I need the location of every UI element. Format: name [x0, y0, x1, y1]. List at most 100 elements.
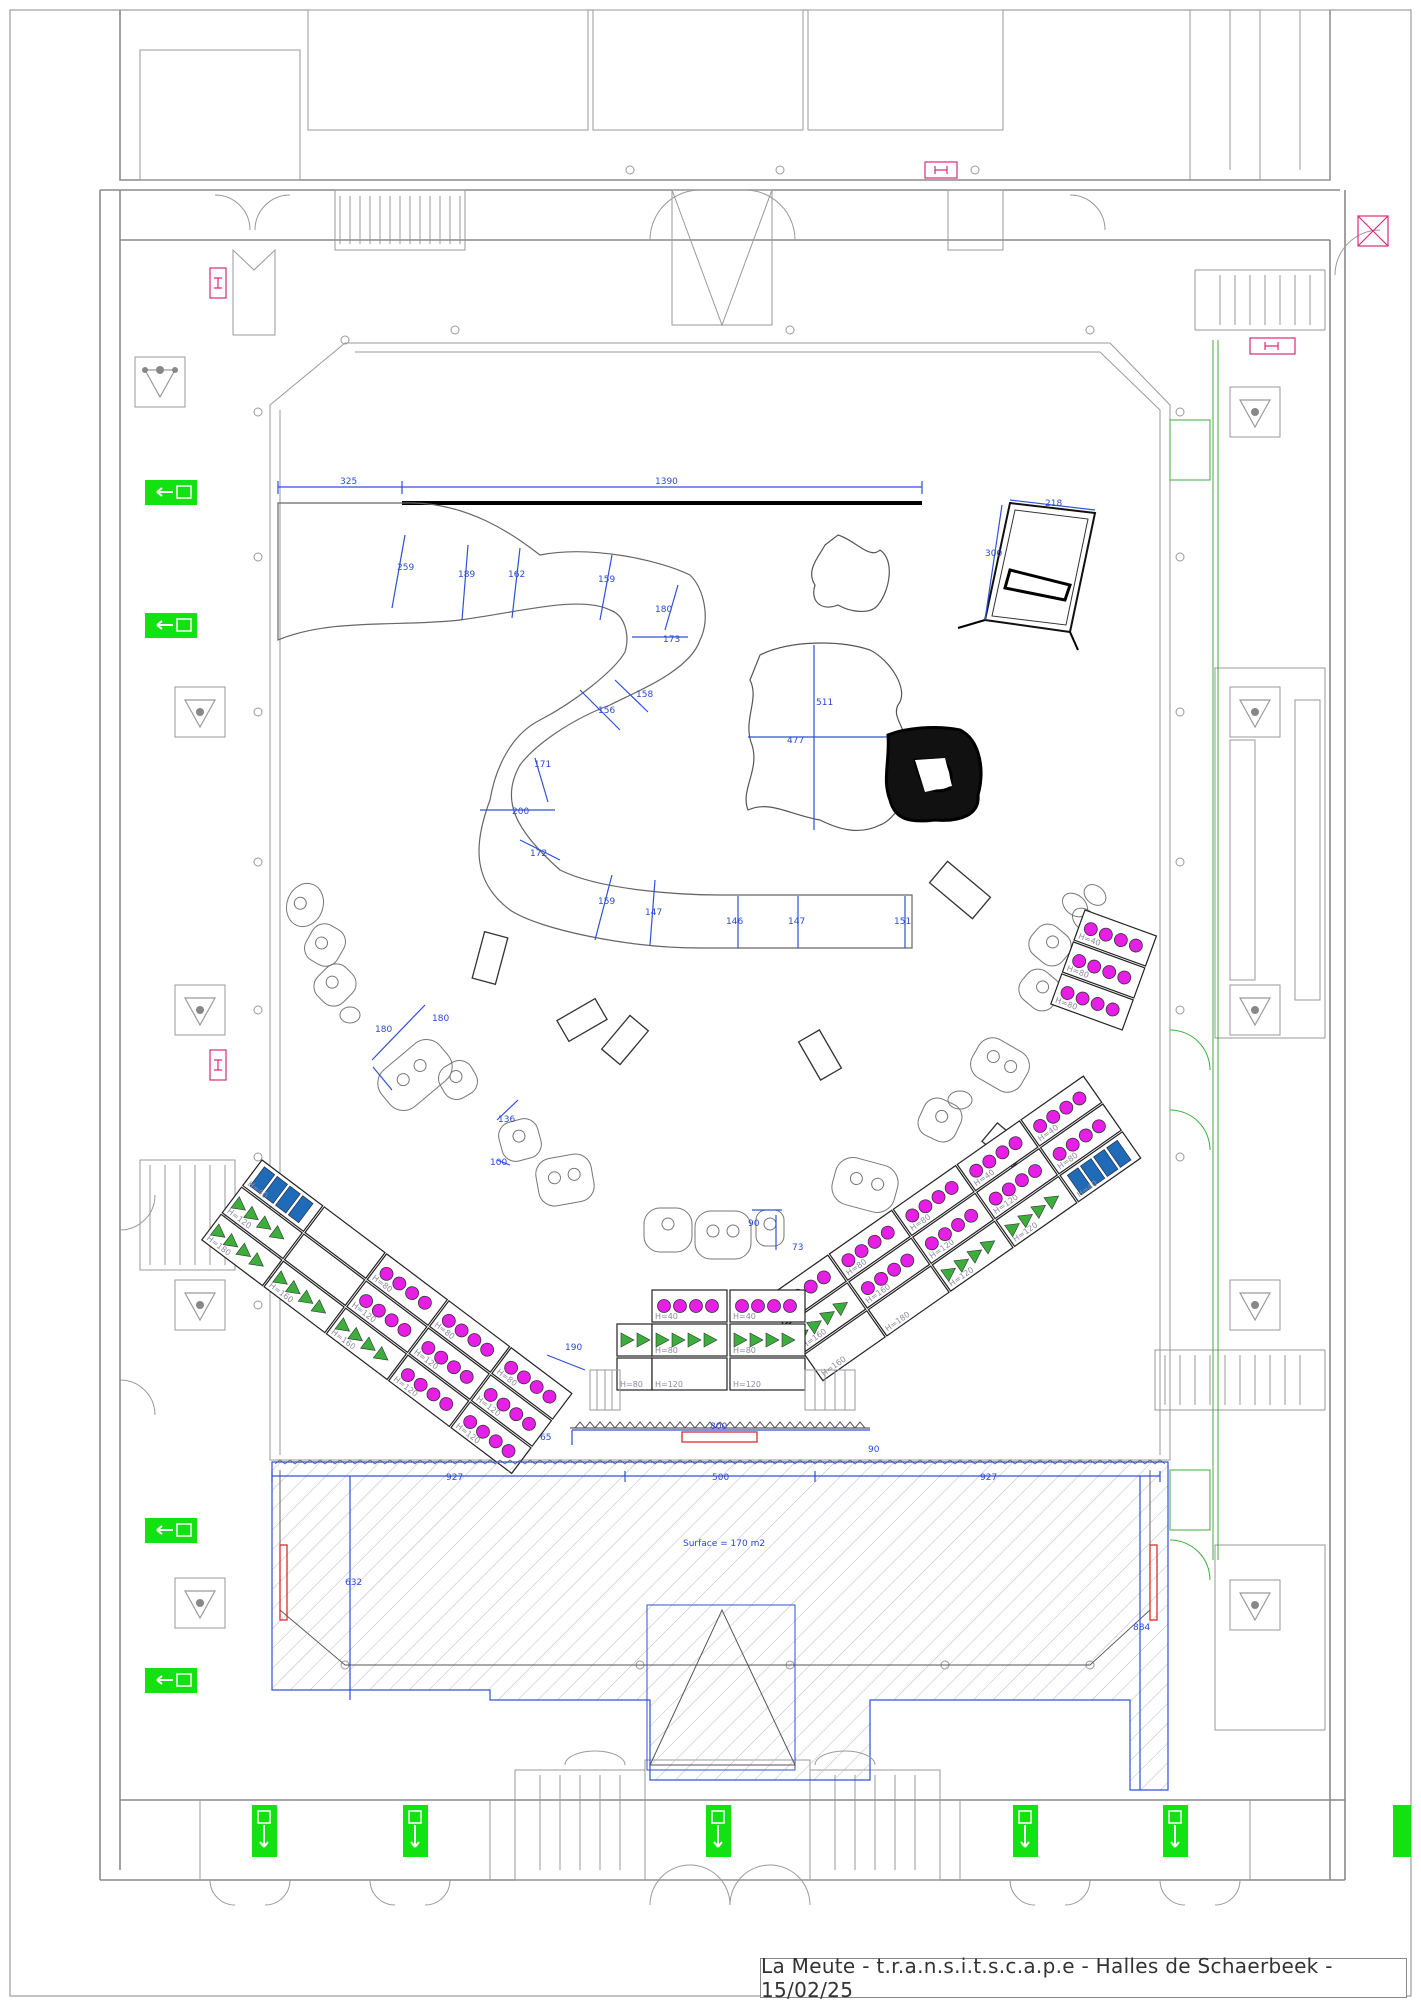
column-units: [134, 356, 1281, 1631]
tier-block: H=120: [450, 1401, 532, 1475]
green-triangle: [703, 1332, 718, 1348]
tier-block: H=180: [200, 1213, 283, 1287]
tier-height-label: H=40: [655, 1312, 678, 1321]
seat-dot: [1083, 922, 1098, 937]
svg-text:65: 65: [540, 1433, 551, 1443]
tier-block: H=40: [729, 1289, 806, 1323]
right-red-marker: [1149, 1544, 1158, 1621]
blue-cushion: [1066, 1167, 1093, 1196]
seat-dot: [359, 1294, 373, 1308]
tier-block: H=40: [1059, 1131, 1142, 1203]
seat-dot: [1098, 927, 1113, 942]
surface-zone: 927 500 927 632 884 Surface = 170 m2: [271, 1459, 1169, 1791]
seat-dot: [392, 1276, 407, 1291]
seat-dot: [480, 1342, 495, 1357]
tier-block: [283, 1233, 366, 1307]
seat-dot: [767, 1299, 781, 1313]
tier-block: H=120: [387, 1354, 470, 1428]
seat-dot: [867, 1234, 882, 1249]
blue-cushion: [275, 1185, 301, 1214]
seat-dot: [1113, 933, 1128, 947]
seat-dot: [371, 1303, 386, 1318]
seat-dot: [995, 1145, 1010, 1160]
exit-sign: [252, 1805, 277, 1857]
left-red-marker: [279, 1544, 288, 1621]
green-triangle: [819, 1311, 835, 1326]
green-triangle: [671, 1332, 686, 1348]
island-dims: 511 477: [748, 645, 890, 830]
meander-path: 259 189 162 159 180 173 158 156 171 200 …: [277, 502, 913, 949]
svg-text:800: 800: [710, 1422, 727, 1432]
seat-dot: [397, 1323, 412, 1337]
seat-dot: [379, 1266, 394, 1281]
seat-dot: [951, 1218, 965, 1232]
stage-red-marker: [681, 1431, 758, 1443]
svg-text:172: 172: [530, 849, 547, 859]
seat-dot: [1008, 1136, 1023, 1151]
seat-dot: [501, 1444, 516, 1458]
seat-dot: [488, 1434, 503, 1449]
exit-signs: [145, 480, 1411, 1857]
tier-height-label: H=120: [733, 1380, 761, 1389]
hall-outline: [269, 342, 1171, 1461]
green-triangle: [284, 1279, 301, 1295]
svg-text:884: 884: [1133, 1623, 1150, 1633]
seat-dot: [522, 1416, 536, 1431]
exit-sign: [145, 1518, 197, 1543]
seat-dot: [1065, 1137, 1080, 1152]
seat-dot: [887, 1262, 902, 1277]
seat-dot: [421, 1341, 436, 1355]
svg-text:190: 190: [565, 1343, 582, 1353]
seat-dot: [413, 1377, 428, 1392]
seat-dot: [918, 1199, 933, 1214]
seat-dot: [874, 1271, 888, 1286]
seat-dot: [841, 1253, 856, 1268]
rock-shape: [811, 534, 890, 612]
tier-block: H=120: [931, 1220, 1014, 1292]
tier-block: H=80: [428, 1299, 511, 1373]
tier-block: H=40: [956, 1120, 1039, 1192]
svg-text:180: 180: [655, 605, 672, 615]
green-triangle: [765, 1332, 780, 1348]
green-triangle: [1004, 1223, 1020, 1238]
exit-sign: [145, 480, 197, 505]
seat-dot: [454, 1323, 469, 1338]
green-triangle: [636, 1332, 651, 1348]
tier-block: H=120: [221, 1186, 304, 1260]
tier-block: H=80: [1050, 973, 1134, 1031]
seat-dot: [751, 1299, 765, 1313]
seat-dot: [982, 1154, 997, 1169]
svg-text:156: 156: [598, 706, 615, 716]
seat-dot: [1015, 1173, 1029, 1188]
tier-block: H=80: [1039, 1103, 1123, 1175]
seat-dot: [517, 1370, 531, 1385]
seat-dot: [426, 1387, 441, 1402]
green-triangle: [334, 1317, 351, 1332]
seat-dot: [816, 1270, 831, 1285]
green-triangle: [360, 1336, 376, 1351]
green-triangle: [832, 1302, 848, 1317]
seat-dot: [405, 1286, 419, 1301]
tier-height-label: H=80: [620, 1380, 643, 1389]
exit-sign: [145, 613, 197, 638]
svg-text:147: 147: [788, 917, 805, 927]
dim-top-left: 325: [340, 477, 357, 487]
svg-text:100: 100: [490, 1158, 507, 1168]
exit-sign: [403, 1805, 428, 1857]
building-walls: [99, 9, 1346, 1881]
seat-dot: [854, 1244, 869, 1258]
green-triangle: [222, 1232, 239, 1248]
blue-cushion: [287, 1195, 314, 1224]
green-triangle: [1043, 1195, 1060, 1210]
tier-block: H=40: [651, 1289, 728, 1323]
surface-label: Surface = 170 m2: [683, 1539, 765, 1549]
seat-dot: [1105, 1002, 1120, 1017]
tier-height-label: H=40: [733, 1312, 756, 1321]
seat-dot: [1033, 1119, 1048, 1133]
tier-block: [304, 1206, 386, 1280]
exit-sign: [1163, 1805, 1188, 1857]
seat-dot: [1001, 1182, 1016, 1197]
green-triangle: [940, 1267, 956, 1283]
seat-dot: [401, 1368, 415, 1383]
